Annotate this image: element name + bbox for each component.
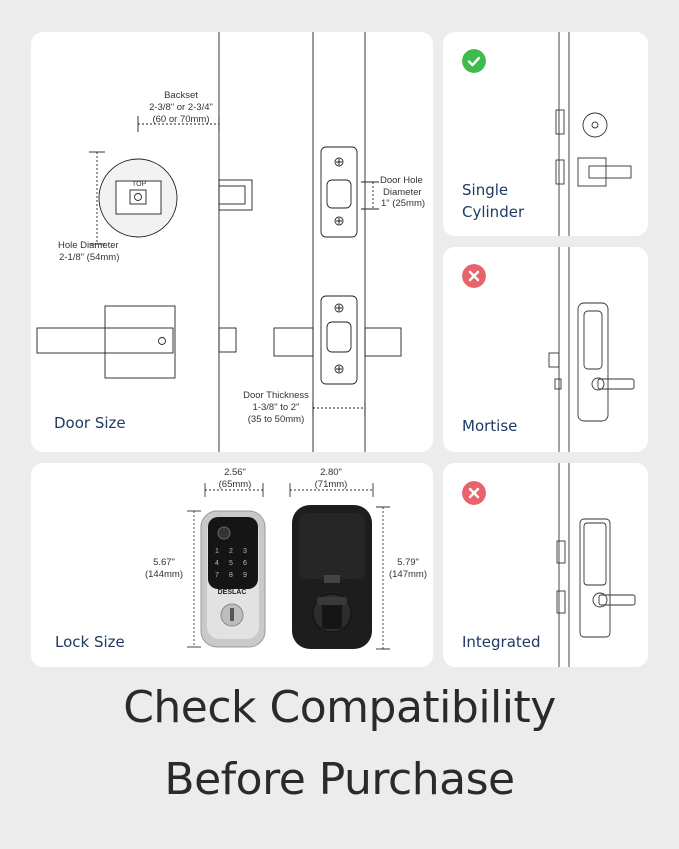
svg-text:5: 5 xyxy=(229,560,233,567)
door-hole-value: 1" (25mm) xyxy=(381,198,426,209)
single-cylinder-label-1: Single xyxy=(462,181,509,199)
door-thickness-metric: (35 to 50mm) xyxy=(247,414,305,425)
door-thickness-title: Door Thickness xyxy=(243,390,309,401)
door-hole-title-2: Diameter xyxy=(383,187,422,198)
svg-text:4: 4 xyxy=(215,560,219,567)
door-size-diagram xyxy=(36,32,402,452)
front-width-value: 2.56" xyxy=(224,467,246,478)
front-lock-illustration: 1 2 3 4 5 6 7 8 9 xyxy=(200,510,266,648)
svg-text:1: 1 xyxy=(215,548,219,555)
front-height-value: 5.67" xyxy=(153,557,175,568)
svg-text:7: 7 xyxy=(215,572,219,579)
single-cylinder-label-2: Cylinder xyxy=(462,203,525,221)
cross-icon xyxy=(462,264,486,288)
integrated-label: Integrated xyxy=(462,633,541,651)
back-width-value: 2.80" xyxy=(320,467,342,478)
backset-value: 2-3/8" or 2-3/4" xyxy=(149,102,213,113)
front-width-metric: (65mm) xyxy=(218,479,252,490)
back-height-metric: (147mm) xyxy=(388,569,427,580)
door-size-label: Door Size xyxy=(54,414,126,432)
svg-text:9: 9 xyxy=(243,572,247,579)
door-thickness-value: 1-3/8" to 2" xyxy=(252,402,300,413)
door-hole-title-1: Door Hole xyxy=(380,175,423,186)
integrated-card: Integrated xyxy=(443,463,648,667)
svg-text:6: 6 xyxy=(243,560,247,567)
back-width-metric: (71mm) xyxy=(314,479,348,490)
door-size-card: TOP Backset 2-3/8" or 2-3/4" (60 or 70mm… xyxy=(31,32,433,452)
hole-diameter-value: 2-1/8" (54mm) xyxy=(59,252,120,263)
top-marker: TOP xyxy=(132,181,147,188)
check-icon xyxy=(462,49,486,73)
mortise-diagram xyxy=(548,247,635,452)
svg-text:8: 8 xyxy=(229,572,233,579)
headline-line-2: Before Purchase xyxy=(164,754,515,805)
mortise-card: Mortise xyxy=(443,247,648,452)
headline-line-1: Check Compatibility xyxy=(123,682,556,733)
lock-size-diagram: 1 2 3 4 5 6 7 8 9 xyxy=(187,483,390,650)
hole-diameter-title: Hole Diameter xyxy=(58,240,119,251)
lock-size-label: Lock Size xyxy=(55,633,125,651)
front-height-metric: (144mm) xyxy=(144,569,183,580)
mortise-label: Mortise xyxy=(462,417,518,435)
cross-icon xyxy=(462,481,486,505)
back-height-value: 5.79" xyxy=(397,557,419,568)
brand-logo: DESLAC xyxy=(217,589,247,596)
integrated-diagram xyxy=(556,463,636,667)
single-cylinder-card: Single Cylinder xyxy=(443,32,648,236)
svg-text:3: 3 xyxy=(243,548,247,555)
svg-text:2: 2 xyxy=(229,548,233,555)
backset-metric: (60 or 70mm) xyxy=(152,114,210,125)
single-cylinder-diagram xyxy=(555,32,632,236)
lock-size-card: 1 2 3 4 5 6 7 8 9 DESLAC 2.56" (65mm) 2.80" (7… xyxy=(31,463,433,667)
backset-title: Backset xyxy=(164,90,198,101)
back-lock-illustration xyxy=(292,505,372,649)
